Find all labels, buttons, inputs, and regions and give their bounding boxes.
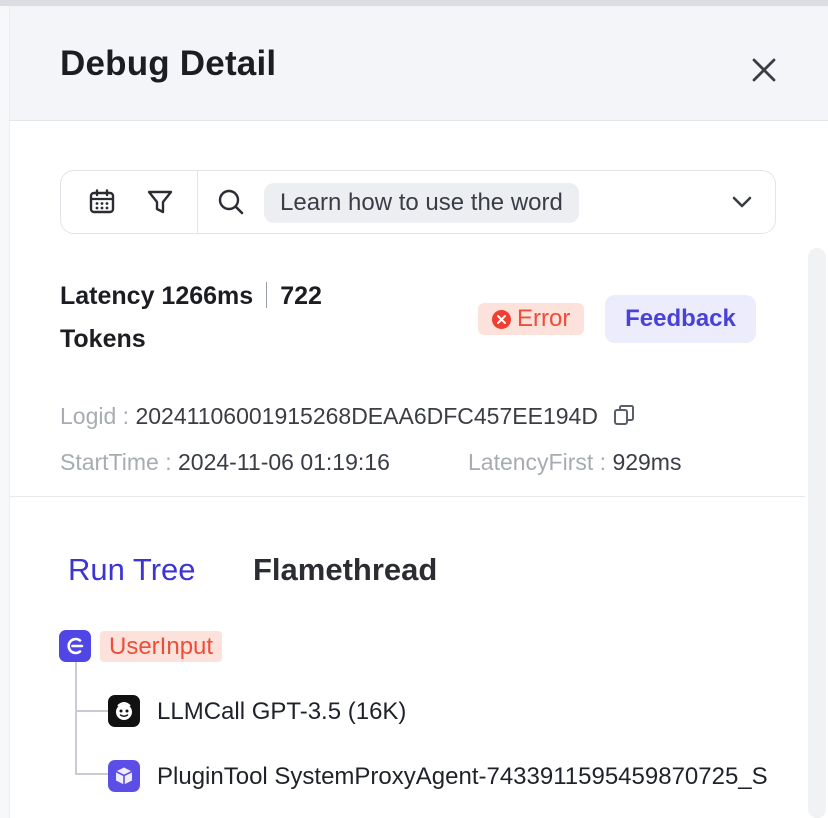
search-bar: Learn how to use the word (60, 170, 776, 234)
logid-label: Logid : (60, 403, 136, 429)
left-edge (0, 6, 10, 818)
chevron-down-icon (732, 196, 752, 208)
latency-line: Latency 1266ms 722 (60, 282, 322, 311)
starttime-label: StartTime : (60, 449, 178, 475)
top-border (0, 0, 828, 6)
close-button[interactable] (740, 46, 788, 94)
summary-separator (266, 282, 268, 308)
tree-connector-branch-1 (75, 710, 109, 712)
tokens-label: Tokens (60, 325, 146, 353)
tree-connector-branch-2 (75, 773, 109, 775)
status-badge: Error (478, 303, 585, 335)
latencyfirst-row: LatencyFirst : 929ms (468, 449, 681, 476)
scrollbar[interactable] (808, 248, 826, 818)
tab-flamethread[interactable]: Flamethread (253, 552, 438, 587)
search-divider (197, 171, 198, 233)
error-icon (492, 309, 511, 329)
tokens-line: Tokens (60, 325, 146, 354)
starttime-value: 2024-11-06 01:19:16 (178, 449, 390, 475)
section-divider (10, 496, 805, 497)
logid-row: Logid : 20241106001915268DEAA6DFC457EE19… (60, 403, 636, 430)
llm-robot-icon (108, 695, 140, 727)
filter-icon (147, 190, 173, 214)
dropdown-button[interactable] (725, 185, 759, 219)
page-title: Debug Detail (60, 44, 277, 83)
plugin-cube-icon (108, 760, 140, 792)
status-label: Error (517, 305, 571, 332)
tab-run-tree[interactable]: Run Tree (68, 552, 196, 587)
latencyfirst-value: 929ms (612, 449, 682, 475)
tree-node-llmcall[interactable]: LLMCall GPT-3.5 (16K) (157, 698, 407, 725)
calendar-icon (89, 189, 115, 214)
tree-node-userinput[interactable]: UserInput (100, 631, 223, 662)
starttime-row: StartTime : 2024-11-06 01:19:16 (60, 449, 390, 476)
copy-icon (614, 405, 635, 425)
search-icon (218, 189, 244, 215)
search-button[interactable] (214, 185, 248, 219)
logid-value: 20241106001915268DEAA6DFC457EE194D (135, 403, 598, 429)
latencyfirst-label: LatencyFirst : (468, 449, 613, 475)
tree-connector-vertical (75, 662, 77, 773)
user-input-icon (59, 630, 91, 662)
tree-node-plugintool[interactable]: PluginTool SystemProxyAgent-743391159545… (157, 763, 768, 790)
tokens-number: 722 (280, 282, 322, 310)
calendar-button[interactable] (85, 185, 119, 219)
panel-header: Debug Detail (10, 6, 828, 121)
close-icon (752, 58, 776, 82)
latency-text: Latency 1266ms (60, 282, 254, 310)
feedback-button[interactable]: Feedback (605, 295, 756, 343)
copy-button[interactable] (612, 403, 636, 427)
filter-button[interactable] (143, 185, 177, 219)
search-query-chip[interactable]: Learn how to use the word (264, 183, 579, 223)
